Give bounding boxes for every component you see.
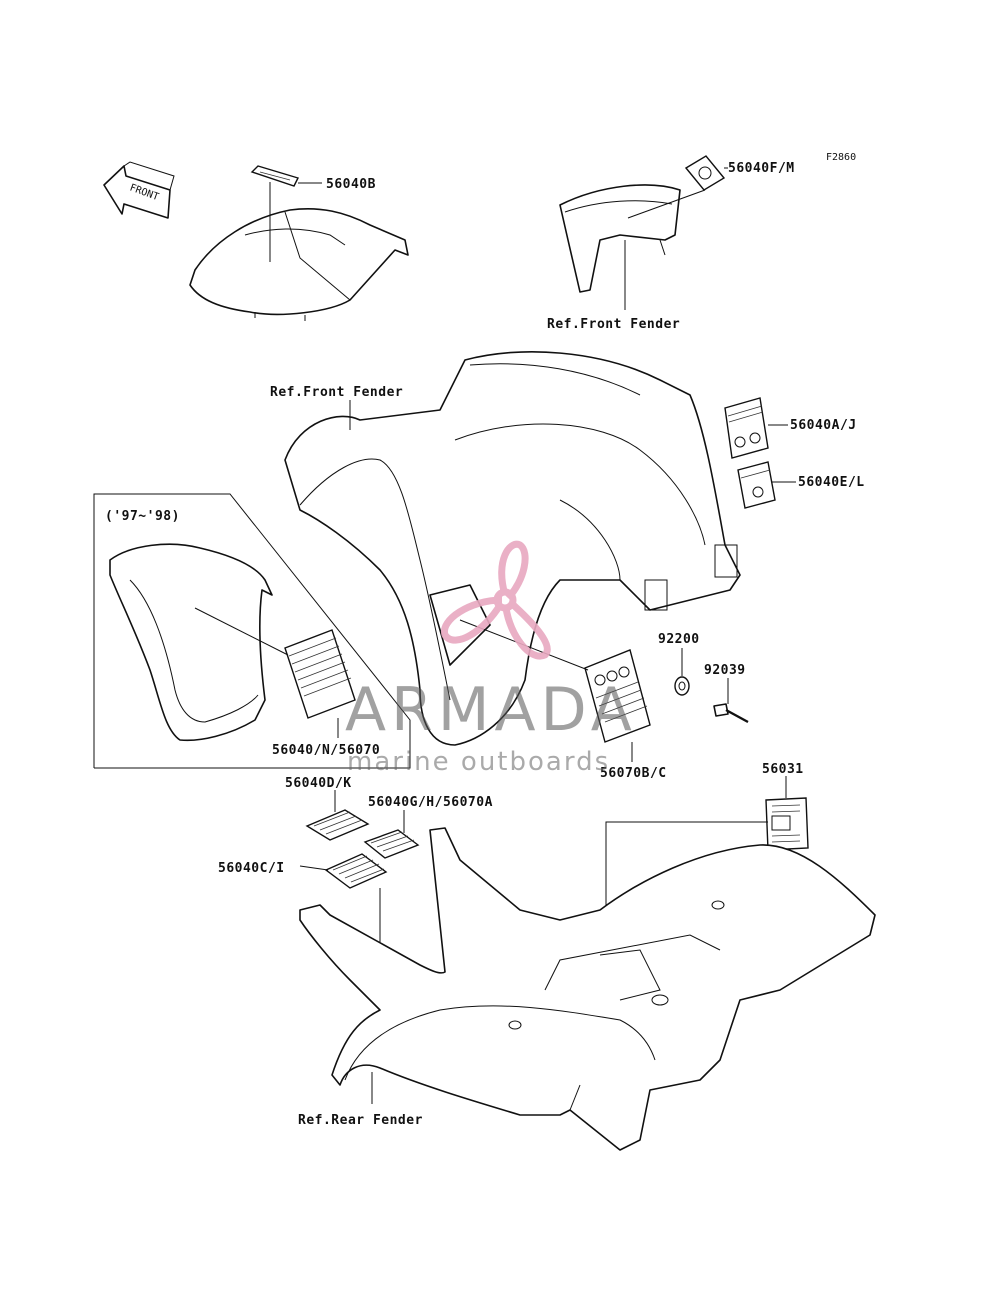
label-plate-56031	[765, 797, 809, 851]
label-92200: 92200	[658, 632, 700, 647]
watermark-tagline: marine outboards	[347, 747, 610, 777]
label-ref-front-fender-main: Ref.Front Fender	[270, 385, 403, 400]
bolt-92039	[713, 703, 749, 724]
label-56040B: 56040B	[326, 177, 376, 192]
decal-56070BC	[584, 649, 651, 743]
label-56040CI: 56040C/I	[218, 861, 285, 876]
front-arrow-icon: FRONT	[103, 161, 175, 219]
label-56040FM: 56040F/M	[728, 161, 795, 176]
watermark-brand: ARMADA	[345, 675, 637, 745]
label-year-range: ('97~'98)	[105, 509, 180, 524]
propeller-logo-icon	[441, 540, 551, 660]
figure-code: F2860	[826, 152, 856, 163]
decal-56040B	[250, 165, 299, 187]
decal-56040EL	[737, 461, 776, 509]
decal-56040FM	[684, 155, 726, 191]
inset-box: ('97~'98)	[93, 493, 411, 769]
front-cover-part	[189, 207, 409, 321]
label-56040GH-56070A: 56040G/H/56070A	[368, 795, 493, 810]
label-92039: 92039	[704, 663, 746, 678]
decal-56040GH-56070A	[363, 829, 420, 859]
rear-fender-part	[299, 827, 876, 1151]
label-ref-rear-fender: Ref.Rear Fender	[298, 1113, 423, 1128]
decal-56040CI	[324, 853, 388, 889]
label-56070BC: 56070B/C	[600, 766, 667, 781]
decal-56040AJ	[724, 397, 769, 459]
decal-56040DK	[305, 809, 370, 841]
headlight-cover-part	[559, 184, 681, 293]
watermark: ARMADA marine outboards	[345, 540, 637, 777]
label-56040DK: 56040D/K	[285, 776, 352, 791]
label-56040N-56070: 56040/N/56070	[272, 743, 380, 758]
decal-56040N-56070	[284, 629, 356, 719]
label-56031: 56031	[762, 762, 804, 777]
label-56040EL: 56040E/L	[798, 475, 865, 490]
label-ref-front-fender-top: Ref.Front Fender	[547, 317, 680, 332]
label-56040AJ: 56040A/J	[790, 418, 857, 433]
washer-92200	[674, 676, 690, 696]
